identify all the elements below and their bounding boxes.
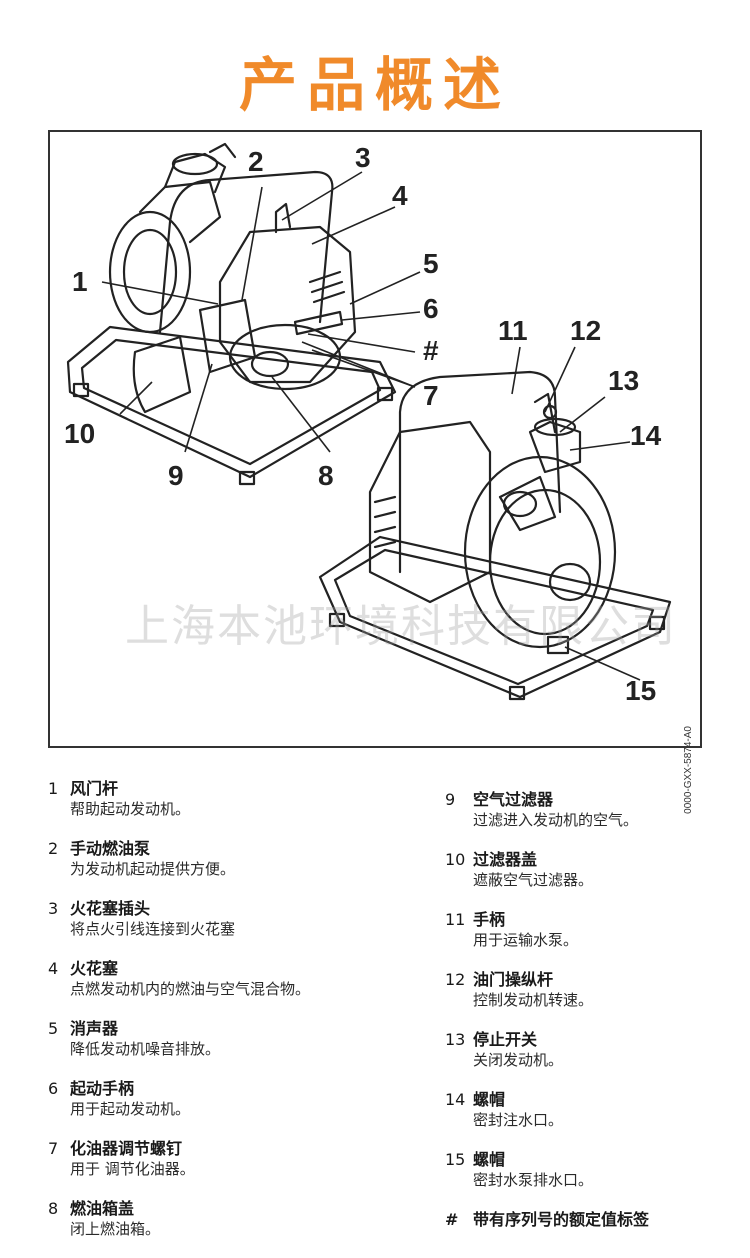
legend-item: 4 火花塞点燃发动机内的燃油与空气混合物。 bbox=[48, 958, 428, 999]
callout-10: 10 bbox=[64, 418, 96, 449]
legend-num: 5 bbox=[48, 1019, 59, 1038]
legend-num: 6 bbox=[48, 1079, 59, 1098]
legend-name: 起动手柄 bbox=[70, 1079, 135, 1098]
legend-item: 9 空气过滤器过滤进入发动机的空气。 bbox=[445, 789, 735, 830]
legend-item: 8 燃油箱盖闭上燃油箱。 bbox=[48, 1198, 428, 1239]
callout-5: 5 bbox=[423, 248, 439, 279]
legend-num: 7 bbox=[48, 1139, 59, 1158]
legend-name: 螺帽 bbox=[473, 1150, 506, 1169]
pump-diagram: 1 2 3 4 5 6 # 7 8 9 10 11 12 13 14 15 00… bbox=[48, 130, 702, 814]
legend-item: 12 油门操纵杆控制发动机转速。 bbox=[445, 969, 735, 1010]
legend-desc: 帮助起动发动机。 bbox=[70, 800, 191, 818]
legend-desc: 将点火引线连接到火花塞 bbox=[70, 920, 236, 938]
callout-serial-label: # bbox=[423, 335, 439, 366]
legend-num: 11 bbox=[445, 910, 466, 929]
legend-num: 14 bbox=[445, 1090, 466, 1109]
callout-2: 2 bbox=[248, 146, 264, 177]
callout-15: 15 bbox=[625, 675, 657, 706]
legend-num: 10 bbox=[445, 850, 466, 869]
legend-desc: 为发动机起动提供方便。 bbox=[70, 860, 236, 878]
callout-8: 8 bbox=[318, 460, 334, 491]
callout-9: 9 bbox=[168, 460, 184, 491]
legend-name: 消声器 bbox=[70, 1019, 119, 1038]
legend-desc: 密封水泵排水口。 bbox=[473, 1171, 594, 1189]
legend-name: 带有序列号的额定值标签 bbox=[473, 1210, 650, 1229]
callout-1: 1 bbox=[72, 266, 88, 297]
legend-item: 2 手动燃油泵为发动机起动提供方便。 bbox=[48, 838, 428, 879]
legend-name: 手动燃油泵 bbox=[70, 839, 151, 858]
callout-12: 12 bbox=[570, 315, 602, 346]
legend-item: 10 过滤器盖遮蔽空气过滤器。 bbox=[445, 849, 735, 890]
legend-name: 风门杆 bbox=[70, 779, 119, 798]
legend-num: 13 bbox=[445, 1030, 466, 1049]
legend-name: 燃油箱盖 bbox=[70, 1199, 135, 1218]
legend-desc: 用于运输水泵。 bbox=[473, 931, 579, 949]
legend-num: 4 bbox=[48, 959, 59, 978]
callout-6: 6 bbox=[423, 293, 439, 324]
legend-item: 14 螺帽密封注水口。 bbox=[445, 1089, 735, 1130]
callout-11: 11 bbox=[498, 315, 528, 346]
legend-desc: 降低发动机噪音排放。 bbox=[70, 1040, 221, 1058]
legend-num: 9 bbox=[445, 790, 456, 809]
legend-name: 油门操纵杆 bbox=[473, 970, 554, 989]
legend-num: 1 bbox=[48, 779, 59, 798]
page-title: 产品概述 bbox=[238, 51, 511, 119]
callout-3: 3 bbox=[355, 142, 371, 173]
legend-num: 15 bbox=[445, 1150, 466, 1169]
legend-item: 1 风门杆帮助起动发动机。 bbox=[48, 778, 428, 819]
legend-item: 11 手柄用于运输水泵。 bbox=[445, 909, 735, 950]
legend-name: 化油器调节螺钉 bbox=[70, 1139, 183, 1158]
pump-illustration bbox=[66, 142, 672, 701]
legend-desc: 密封注水口。 bbox=[473, 1111, 564, 1129]
legend-item-serial-label: # 带有序列号的额定值标签 bbox=[445, 1209, 735, 1230]
legend-name: 火花塞 bbox=[70, 959, 119, 978]
legend-desc: 过滤进入发动机的空气。 bbox=[473, 811, 639, 829]
legend-desc: 控制发动机转速。 bbox=[473, 991, 594, 1009]
legend-desc: 闭上燃油箱。 bbox=[70, 1220, 161, 1238]
legend-name: 过滤器盖 bbox=[473, 850, 538, 869]
legend-desc: 用于 调节化油器。 bbox=[70, 1160, 195, 1178]
legend-item: 3 火花塞插头将点火引线连接到火花塞 bbox=[48, 898, 428, 939]
legend-num: 3 bbox=[48, 899, 59, 918]
legend-item: 13 停止开关关闭发动机。 bbox=[445, 1029, 735, 1070]
legend-right: 9 空气过滤器过滤进入发动机的空气。 10 过滤器盖遮蔽空气过滤器。 11 手柄用于运… bbox=[445, 789, 735, 1249]
legend-num: # bbox=[445, 1210, 459, 1229]
legend-item: 7 化油器调节螺钉用于 调节化油器。 bbox=[48, 1138, 428, 1179]
callout-14: 14 bbox=[630, 420, 662, 451]
legend-item: 15 螺帽密封水泵排水口。 bbox=[445, 1149, 735, 1190]
legend-name: 空气过滤器 bbox=[473, 790, 554, 809]
legend-desc: 点燃发动机内的燃油与空气混合物。 bbox=[70, 980, 311, 998]
legend-name: 停止开关 bbox=[473, 1030, 538, 1049]
legend-left: 1 风门杆帮助起动发动机。 2 手动燃油泵为发动机起动提供方便。 3 火花塞插头将点火… bbox=[48, 778, 428, 1258]
legend-name: 火花塞插头 bbox=[70, 899, 151, 918]
callout-7: 7 bbox=[423, 380, 439, 411]
legend-desc: 用于起动发动机。 bbox=[70, 1100, 191, 1118]
legend-num: 8 bbox=[48, 1199, 59, 1218]
callout-4: 4 bbox=[392, 180, 408, 211]
legend-desc: 遮蔽空气过滤器。 bbox=[473, 871, 594, 889]
callout-13: 13 bbox=[608, 365, 640, 396]
legend-item: 6 起动手柄用于起动发动机。 bbox=[48, 1078, 428, 1119]
legend-num: 12 bbox=[445, 970, 466, 989]
legend-item: 5 消声器降低发动机噪音排放。 bbox=[48, 1018, 428, 1059]
legend-num: 2 bbox=[48, 839, 59, 858]
legend-desc: 关闭发动机。 bbox=[473, 1051, 564, 1069]
legend-name: 螺帽 bbox=[473, 1090, 506, 1109]
legend-name: 手柄 bbox=[473, 910, 506, 929]
